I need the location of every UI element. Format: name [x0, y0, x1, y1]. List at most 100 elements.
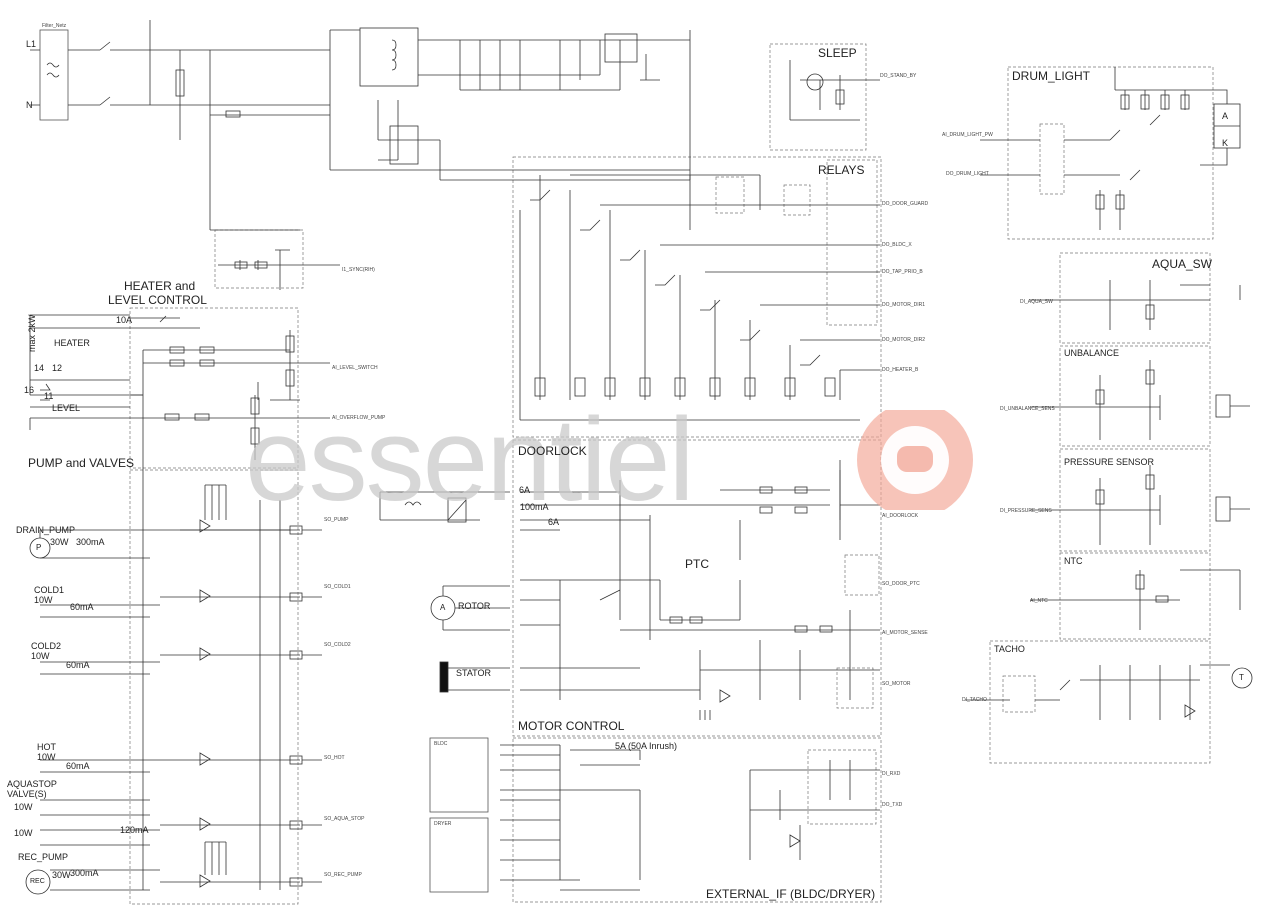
doorlock-current-2: 100mA [520, 502, 549, 512]
frame-unbalance [1059, 345, 1211, 447]
frame-external [512, 737, 882, 903]
frame-drum [1007, 66, 1214, 240]
rec-pump-symbol: REC [30, 878, 45, 885]
drum-light-anode: A [1222, 111, 1229, 121]
aquastop-current: 120mA [120, 825, 149, 835]
rec-pump-power: 30W [52, 870, 71, 880]
cold2-power: 10W [31, 651, 50, 661]
net-txd: DO_TXD [882, 802, 903, 808]
net-rxd: DI_RXD [882, 771, 901, 777]
tacho-title: TACHO [994, 644, 1025, 654]
net-ntc: AI_NTC [1030, 598, 1048, 604]
net-so-pump: SO_PUMP [324, 517, 349, 523]
ntc-title: NTC [1064, 556, 1083, 566]
frame-heater [129, 307, 299, 469]
heater-power-label: max 2kW [27, 314, 37, 352]
net-so-hot: SO_HOT [324, 755, 345, 761]
net-standby: DO_STAND_BY [880, 73, 917, 79]
drain-pump-current: 300mA [76, 537, 105, 547]
external-if-title: EXTERNAL_IF (BLDC/DRYER) [706, 887, 876, 901]
rec-pump-label: REC_PUMP [18, 852, 69, 862]
frame-ntc [1059, 552, 1211, 640]
doorlock-title: DOORLOCK [518, 444, 587, 458]
frame-sync [214, 229, 304, 289]
net-motor-dir1: DO_MOTOR_DIR1 [882, 302, 925, 308]
brand-watermark: essentiel [245, 394, 695, 526]
pump-valves-title: PUMP and VALVES [28, 456, 135, 470]
aquastop-power-1: 10W [14, 802, 33, 812]
heater-title-1: HEATER and [124, 279, 196, 293]
frame-doorlock [512, 439, 882, 737]
net-motor-dir2: DO_MOTOR_DIR2 [882, 337, 925, 343]
pin-12: 12 [52, 363, 63, 373]
net-heater-b: DO_HEATER_B [882, 367, 919, 373]
inrush-label: 5A (50A Inrush) [615, 741, 678, 751]
net-overflow: AI_OVERFLOW_PUMP [332, 415, 386, 421]
cold1-current: 60mA [70, 602, 94, 612]
drum-light-cathode: K [1222, 138, 1229, 148]
net-so-motor: SO_MOTOR [882, 681, 911, 687]
net-door-ptc: SO_DOOR_PTC [882, 581, 920, 587]
net-tacho: DI_TACHO [962, 697, 987, 703]
drain-pump-symbol: P [36, 543, 42, 552]
level-label: LEVEL [52, 403, 81, 413]
net-motor-sense: AI_MOTOR_SENSE [882, 630, 928, 636]
pin-14: 14 [34, 363, 45, 373]
drum-light-title: DRUM_LIGHT [1012, 69, 1091, 83]
sleep-title: SLEEP [818, 46, 857, 60]
frame-pump [129, 469, 299, 905]
drain-pump-label: DRAIN_PUMP [16, 525, 76, 535]
heater-title-2: LEVEL CONTROL [108, 293, 207, 307]
pin-16: 16 [24, 385, 35, 395]
brand-logo-watermark [857, 410, 973, 510]
cold1-label: COLD1 [34, 585, 65, 595]
doorlock-current-3: 6A [548, 517, 560, 527]
net-drum-pwm: AI_DRUM_LIGHT_PW [942, 132, 993, 138]
aquastop-power-2: 10W [14, 828, 33, 838]
motor-control-title: MOTOR CONTROL [518, 719, 625, 733]
net-unbalance: DI_UNBALANCE_SENS [1000, 406, 1055, 412]
frame-sleep [769, 43, 867, 151]
mains-l1-label: L1 [26, 39, 37, 49]
mains-n-label: N [26, 100, 33, 110]
cold1-power: 10W [34, 595, 53, 605]
aqua-sw-title: AQUA_SW [1152, 257, 1213, 271]
pin-11: 11 [44, 391, 54, 401]
net-tap: DO_TAP_PRIO_B [882, 269, 923, 275]
relays-title: RELAYS [818, 163, 865, 177]
heater-current: 10A [116, 315, 133, 325]
unbalance-title: UNBALANCE [1064, 348, 1120, 358]
cold2-label: COLD2 [31, 641, 62, 651]
net-so-aqua-stop: SO_AQUA_STOP [324, 816, 365, 822]
net-door-guard: DO_DOOR_GUARD [882, 201, 929, 207]
rotor-label: ROTOR [458, 601, 491, 611]
drain-pump-power: 30W [50, 537, 69, 547]
net-so-rec-pump: SO_REC_PUMP [324, 872, 362, 878]
frame-pressure [1059, 448, 1211, 552]
frame-aqua [1059, 252, 1211, 344]
net-sync: I1_SYNC(RIH) [342, 267, 375, 273]
net-aqua-sw: DI_AQUA_SW [1020, 299, 1053, 305]
cold2-current: 60mA [66, 660, 90, 670]
stator-label: STATOR [456, 668, 492, 678]
aquastop-label-1: AQUASTOP [7, 779, 57, 789]
frame-tacho [989, 640, 1211, 764]
ptc-title: PTC [685, 557, 709, 571]
pressure-sensor-title: PRESSURE SENSOR [1064, 457, 1155, 467]
net-level-switch: AI_LEVEL_SWITCH [332, 365, 378, 371]
bldc-box-label: BLDC [434, 741, 448, 747]
net-drum-light: DO_DRUM_LIGHT [946, 171, 989, 177]
frame-relays [512, 156, 882, 438]
tacho-symbol: T [1239, 673, 1244, 682]
dryer-box-label: DRYER [434, 821, 452, 827]
net-pressure: DI_PRESSURE_SENS [1000, 508, 1052, 514]
aquastop-label-2: VALVE(S) [7, 789, 47, 799]
rec-pump-current: 300mA [70, 868, 99, 878]
filter-label: Filter_Netz [42, 23, 67, 29]
net-bldc: DO_BLDC_X [882, 242, 912, 248]
heater-label: HEATER [54, 338, 90, 348]
doorlock-current-1: 6A [519, 485, 531, 495]
hot-label: HOT [37, 742, 56, 752]
hot-current: 60mA [66, 761, 90, 771]
